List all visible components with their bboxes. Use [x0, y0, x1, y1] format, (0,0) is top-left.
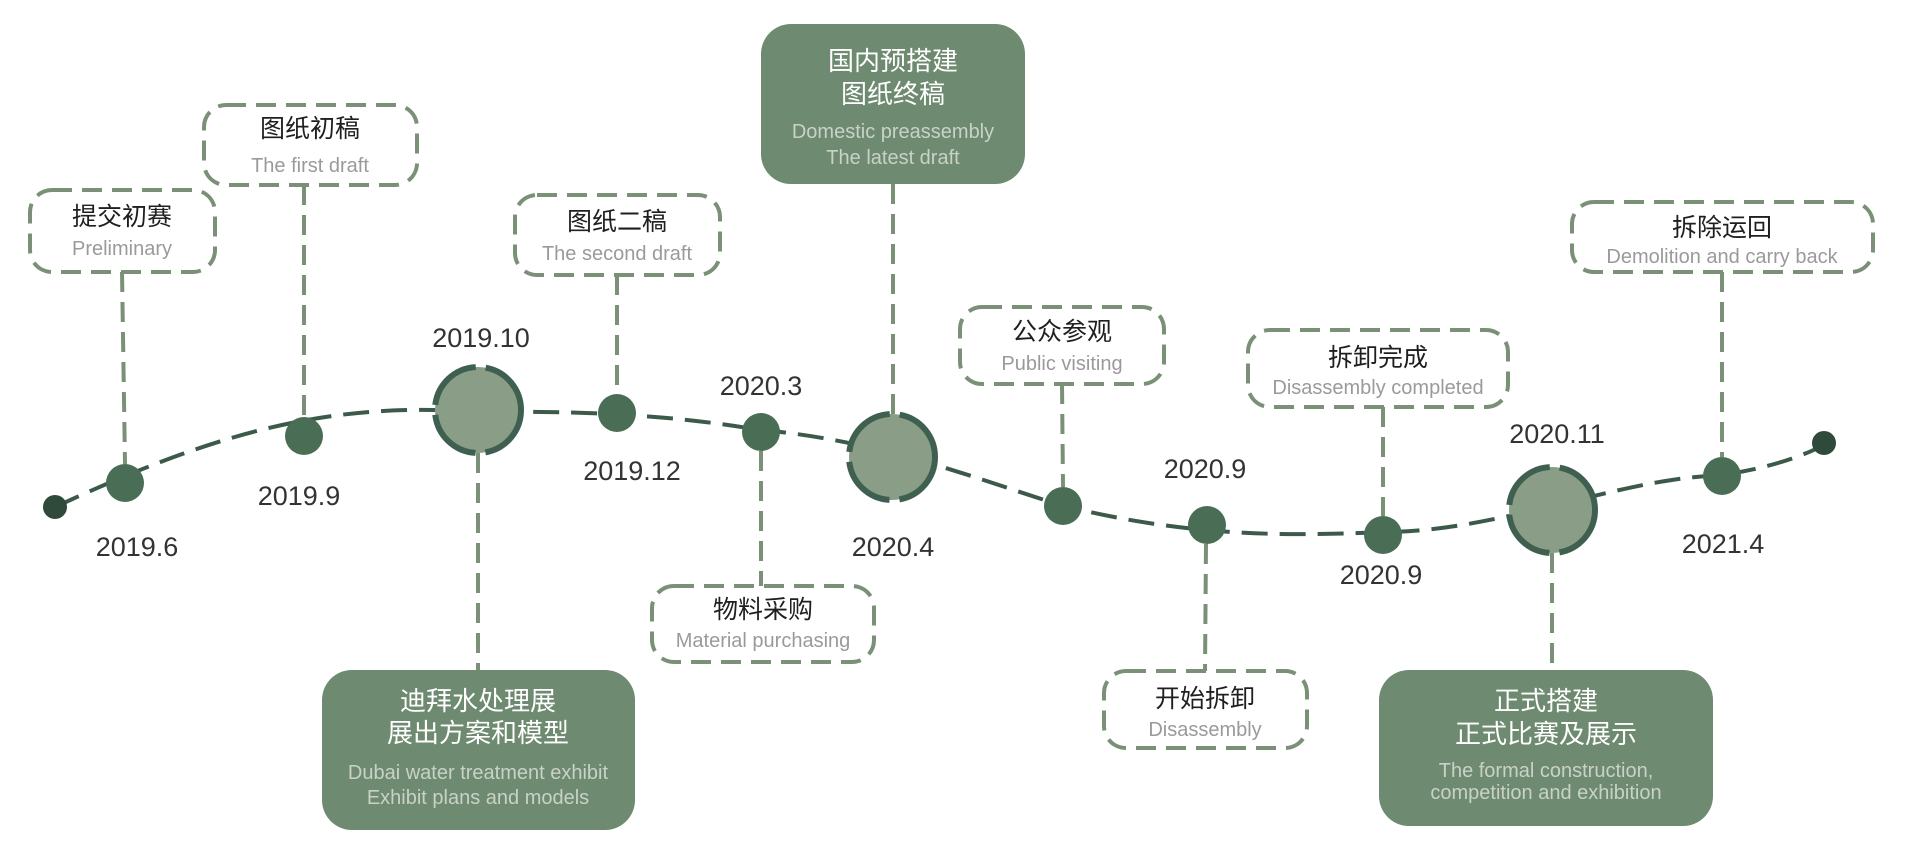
- box-subtitle: Disassembly: [1148, 719, 1261, 741]
- box-title: 拆除运回: [1672, 213, 1772, 242]
- date-label: 2020.3: [720, 371, 803, 401]
- box-title: 图纸二稿: [567, 207, 667, 236]
- box-domestic-preassembly: [761, 24, 1025, 184]
- box-disassembly-completed: [1246, 328, 1510, 409]
- box-title: 图纸初稿: [260, 114, 360, 143]
- connector-line: [1060, 383, 1065, 488]
- date-label: 2021.4: [1682, 529, 1765, 559]
- milestone-dot-2019-6: [106, 464, 144, 502]
- outline-box-texts: 提交初赛 Preliminary 图纸初稿 The first draft 图纸…: [72, 114, 1839, 741]
- box-title-line: 迪拜水处理展: [400, 687, 556, 717]
- box-title: 开始拆卸: [1155, 684, 1255, 713]
- box-second-draft: [513, 193, 722, 277]
- box-title: 拆卸完成: [1328, 343, 1428, 372]
- box-subtitle-line: Exhibit plans and models: [367, 787, 589, 809]
- box-dubai-exhibit: [322, 670, 635, 830]
- box-subtitle-line: competition and exhibition: [1430, 782, 1661, 804]
- milestone-ring-2020-4: [846, 411, 938, 503]
- milestone-dot-2020-9b: [1364, 516, 1402, 554]
- box-title: 物料采购: [713, 595, 813, 624]
- box-material: [650, 584, 876, 664]
- box-disassembly: [1102, 669, 1309, 750]
- date-label: 2019.6: [96, 532, 179, 562]
- date-labels: 2019.6 2019.9 2019.10 2019.12 2020.3 202…: [96, 323, 1765, 590]
- box-public: [958, 305, 1166, 386]
- box-subtitle: The first draft: [251, 155, 369, 177]
- box-subtitle: Material purchasing: [676, 630, 851, 652]
- timeline-curve: [54, 407, 1828, 537]
- date-label: 2020.9: [1340, 560, 1423, 590]
- box-first-draft: [202, 103, 419, 187]
- box-title-line: 图纸终稿: [841, 80, 945, 110]
- box-title-line: 正式搭建: [1494, 687, 1598, 717]
- date-label: 2019.10: [432, 323, 530, 353]
- box-subtitle-line: Dubai water treatment exhibit: [348, 762, 609, 784]
- date-label: 2019.9: [258, 481, 341, 511]
- milestone-dot-2021-4: [1703, 457, 1741, 495]
- date-label: 2020.9: [1164, 454, 1247, 484]
- box-subtitle-line: The latest draft: [826, 147, 960, 169]
- filled-boxes: [322, 24, 1713, 830]
- box-subtitle-line: The formal construction,: [1439, 760, 1654, 782]
- milestone-dot-public: [1044, 487, 1082, 525]
- box-subtitle: Demolition and carry back: [1606, 246, 1838, 268]
- date-label: 2020.11: [1509, 419, 1605, 449]
- start-dot: [43, 495, 67, 519]
- date-label: 2020.4: [852, 532, 935, 562]
- milestone-dot-2020-3: [742, 413, 780, 451]
- end-dot: [1812, 431, 1836, 455]
- box-title-line: 展出方案和模型: [387, 719, 569, 749]
- box-title: 公众参观: [1012, 317, 1112, 346]
- box-preliminary: [28, 188, 217, 274]
- box-formal-construction: [1379, 670, 1713, 826]
- milestone-ring-2020-11: [1506, 464, 1598, 556]
- milestone-dot-2020-9a: [1188, 506, 1226, 544]
- timeline-nodes: [43, 364, 1836, 556]
- date-label: 2019.12: [583, 456, 681, 486]
- box-subtitle: Disassembly completed: [1272, 377, 1483, 399]
- outline-boxes: [28, 103, 1875, 750]
- box-title-line: 国内预搭建: [828, 47, 958, 77]
- box-subtitle: Preliminary: [72, 238, 172, 260]
- box-title: 提交初赛: [72, 202, 172, 231]
- connector-line: [120, 271, 127, 465]
- box-title-line: 正式比赛及展示: [1455, 720, 1637, 750]
- filled-box-texts: 迪拜水处理展 展出方案和模型 Dubai water treatment exh…: [348, 47, 1662, 809]
- milestone-dot-2019-12: [598, 394, 636, 432]
- connector-line: [1203, 543, 1208, 672]
- milestone-ring-2019-10: [432, 364, 524, 456]
- box-demolition: [1570, 200, 1875, 274]
- connector-lines: [120, 184, 1724, 672]
- milestone-dot-2019-9: [285, 417, 323, 455]
- box-subtitle: Public visiting: [1001, 353, 1122, 375]
- box-subtitle-line: Domestic preassembly: [792, 121, 994, 143]
- box-subtitle: The second draft: [542, 243, 693, 265]
